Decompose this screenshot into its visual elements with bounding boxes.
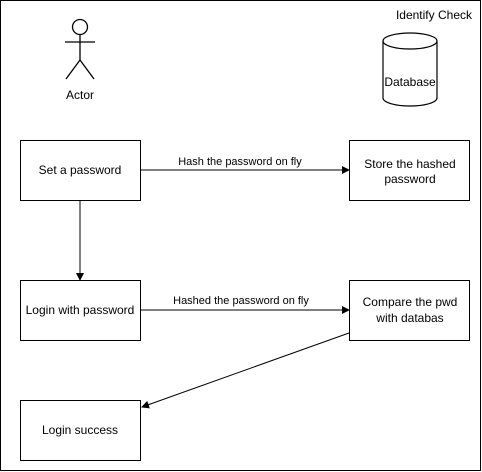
node-store-hashed-label-line2: password [384,172,435,186]
node-store-hashed-label-line1: Store the hashed [364,157,455,171]
node-login-password-label: Login with password [26,303,135,317]
node-set-password: Set a password [20,140,141,201]
actor-label: Actor [66,88,94,102]
node-compare-pwd-label-line2: with databas [375,311,443,325]
node-store-hashed: Store the hashed password [349,140,470,201]
node-login-success: Login success [20,400,141,461]
frame-title: Identify Check [396,8,473,22]
edge-label-hash-on-fly: Hash the password on fly [178,156,302,168]
database-label: Database [384,75,436,89]
node-compare-pwd: Compare the pwd with databas [349,280,470,341]
actor-icon [65,18,95,80]
node-set-password-label: Set a password [39,163,122,177]
database-icon [382,32,438,107]
node-login-success-label: Login success [42,423,118,437]
node-compare-pwd-label-line1: Compare the pwd [363,295,458,309]
edge-label-hashed-on-fly: Hashed the password on fly [173,295,309,307]
edge-compare-to-success [141,332,350,409]
node-login-password: Login with password [20,280,141,341]
